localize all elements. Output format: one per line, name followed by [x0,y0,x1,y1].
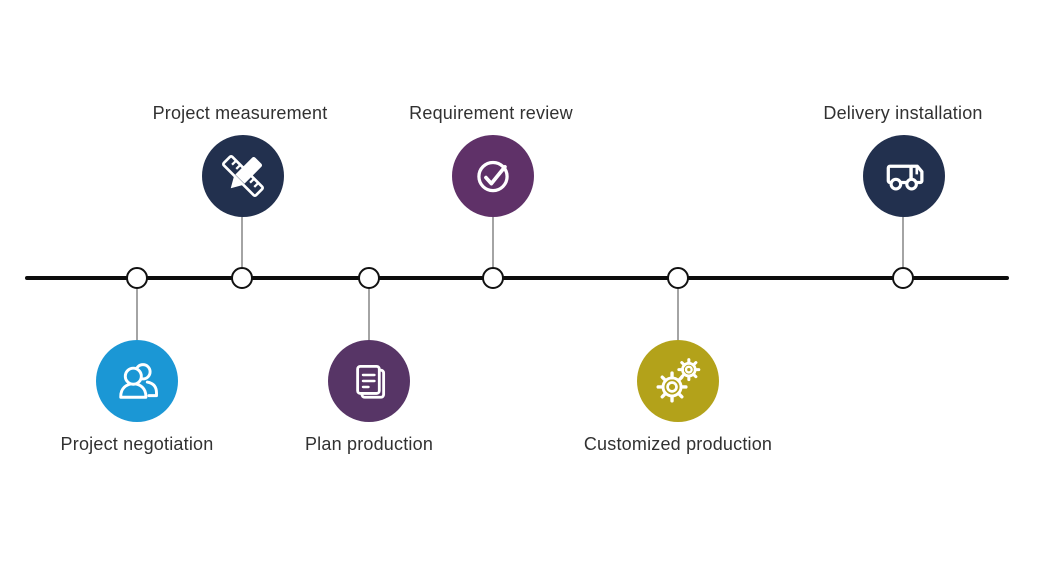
connector-line [241,176,243,278]
step-label: Delivery installation [823,103,983,123]
timeline-node [892,267,914,289]
check-circle-icon [477,160,509,193]
people-icon-badge [96,340,178,422]
timeline-node [667,267,689,289]
step-label: Project measurement [152,103,328,123]
truck-icon-badge [863,135,945,217]
check-circle-icon-badge [452,135,534,217]
people-icon [119,363,158,399]
connector-line [902,176,904,278]
ruler-pencil-icon-badge [202,135,284,217]
ruler-pencil-icon [222,155,264,197]
step-label: Plan production [304,434,434,454]
step-label: Project negotiation [60,434,214,454]
document-icon [356,364,386,399]
truck-icon [886,164,924,191]
timeline-node [231,267,253,289]
step-label: Customized production [583,434,773,454]
connector-line [368,278,370,340]
timeline-node [358,267,380,289]
connector-line [677,278,679,340]
timeline-line [25,276,1009,280]
connector-line [136,278,138,340]
document-icon-badge [328,340,410,422]
gears-icon-badge [637,340,719,422]
timeline-node [126,267,148,289]
step-label: Requirement review [409,103,573,123]
timeline-node [482,267,504,289]
gears-icon [656,358,701,403]
connector-line [492,176,494,278]
